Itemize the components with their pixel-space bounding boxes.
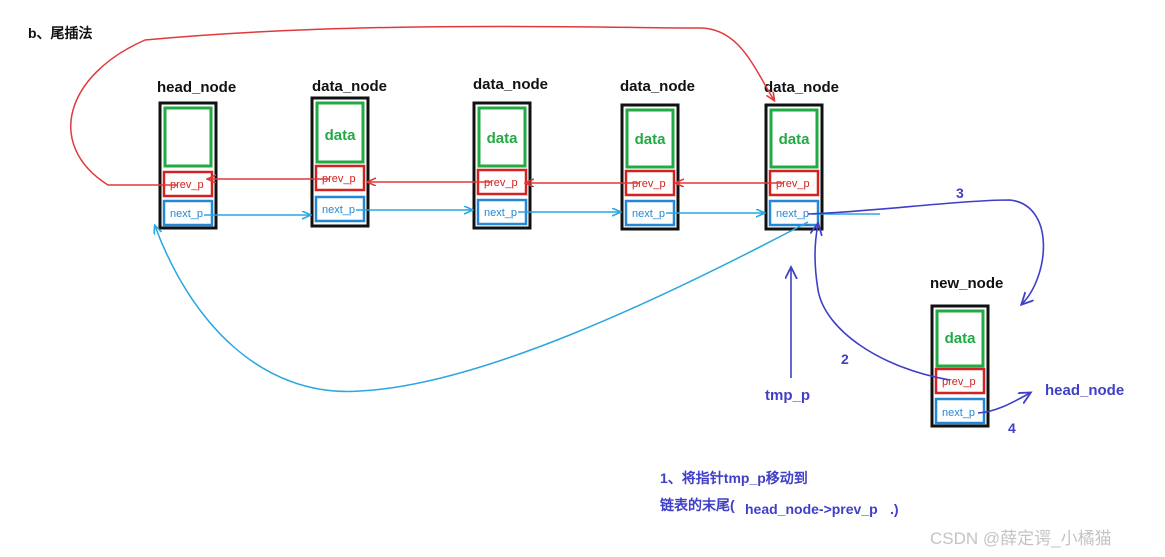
step-3-label: 3 bbox=[956, 185, 964, 201]
next-links bbox=[155, 210, 880, 393]
data-node-4: data_node data prev_p next_p bbox=[764, 79, 839, 231]
next-field bbox=[162, 199, 214, 227]
node-title: new_node bbox=[930, 275, 1003, 292]
next-label: next_p bbox=[322, 204, 355, 216]
data-node-2: data_node data prev_p next_p bbox=[472, 76, 548, 230]
prev-field bbox=[934, 367, 986, 395]
data-field bbox=[625, 108, 675, 169]
annotation-arrows bbox=[791, 199, 1045, 414]
node-title: data_node bbox=[620, 78, 695, 95]
data-field bbox=[935, 309, 985, 368]
head-node-reference-label: head_node bbox=[1045, 382, 1124, 399]
tail-next-to-head-arrow bbox=[155, 221, 809, 393]
prev-links bbox=[70, 25, 784, 186]
head-prev-to-tail-arrow bbox=[70, 25, 774, 186]
step-1-note-line2-prefix: 链表的末尾( bbox=[660, 497, 735, 513]
prev-label: prev_p bbox=[776, 178, 810, 190]
step-1-note-code: head_node->prev_p bbox=[745, 501, 878, 517]
prev-field bbox=[314, 164, 366, 192]
data-field bbox=[315, 101, 365, 164]
section-title: b、尾插法 bbox=[28, 25, 93, 41]
data-label: data bbox=[487, 130, 519, 147]
data-label: data bbox=[779, 131, 811, 148]
data-label: data bbox=[325, 127, 357, 144]
data-node-1: data_node data prev_p next_p bbox=[310, 78, 387, 228]
node-outer-box bbox=[930, 304, 990, 428]
head-node: head_node prev_p next_p bbox=[157, 79, 236, 230]
prev-label: prev_p bbox=[942, 376, 976, 388]
next-label: next_p bbox=[170, 208, 203, 220]
step4-arrow bbox=[977, 393, 1030, 414]
node-title: head_node bbox=[157, 79, 236, 96]
step-2-label: 2 bbox=[841, 351, 849, 367]
next-field bbox=[934, 397, 986, 425]
data-field bbox=[163, 106, 213, 168]
next-label: next_p bbox=[632, 208, 665, 220]
watermark: CSDN @薛定谔_小橘猫 bbox=[930, 529, 1112, 548]
prev-field bbox=[162, 170, 214, 198]
node-title: data_node bbox=[764, 79, 839, 96]
step2-arrow bbox=[815, 224, 951, 381]
step-1-note-line1: 1、将指针tmp_p移动到 bbox=[660, 470, 808, 486]
node-outer-box bbox=[310, 96, 370, 228]
data-node-3: data_node data prev_p next_p bbox=[620, 78, 695, 231]
prev-label: prev_p bbox=[170, 179, 204, 191]
data-field bbox=[769, 108, 819, 169]
step-1-note-suffix: .) bbox=[890, 501, 899, 517]
node-title: data_node bbox=[473, 76, 548, 93]
new-node: new_node data prev_p next_p bbox=[930, 275, 1003, 428]
prev-label: prev_p bbox=[484, 177, 518, 189]
node-outer-box bbox=[158, 101, 218, 230]
step-4-label: 4 bbox=[1008, 420, 1016, 436]
node-title: data_node bbox=[312, 78, 387, 95]
next-label: next_p bbox=[484, 207, 517, 219]
node-outer-box bbox=[472, 101, 532, 230]
tmp-p-label: tmp_p bbox=[765, 387, 810, 404]
next-label: next_p bbox=[776, 208, 809, 220]
next-field bbox=[314, 195, 366, 223]
next-label: next_p bbox=[942, 407, 975, 419]
data-field bbox=[477, 106, 527, 168]
prev-label: prev_p bbox=[322, 173, 356, 185]
data-label: data bbox=[945, 330, 977, 347]
step3-arrow bbox=[807, 199, 1045, 304]
data-label: data bbox=[635, 131, 667, 148]
node-outer-box bbox=[620, 103, 680, 231]
prev-label: prev_p bbox=[632, 178, 666, 190]
